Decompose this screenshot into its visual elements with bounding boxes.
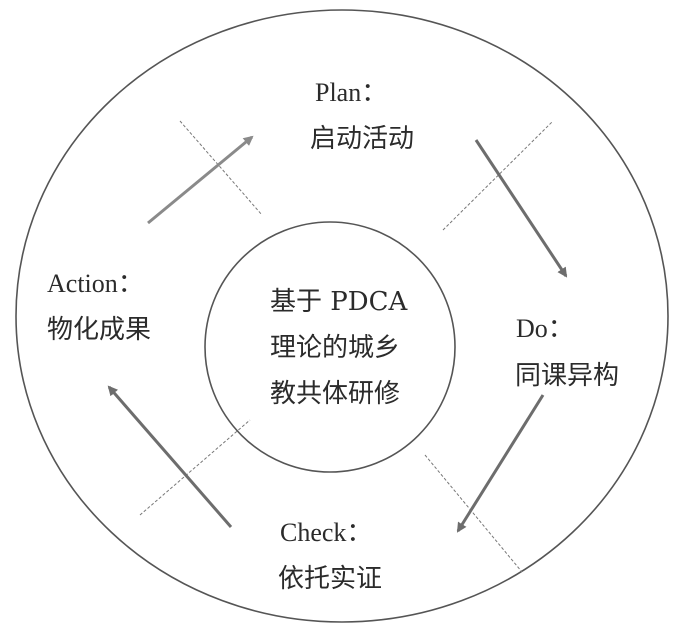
plan-subtitle: 启动活动 [310,124,414,153]
do-title: Do： [516,314,574,343]
arrow-plan-to-do [474,139,568,278]
do-subtitle: 同课异构 [515,361,619,390]
arrow-check-to-action [107,385,233,528]
check-subtitle: 依托实证 [278,564,382,593]
action-subtitle: 物化成果 [47,315,151,344]
check-title: Check： [280,518,372,547]
divider-top-right [442,121,553,231]
center-text-line-3: 教共体研修 [270,379,400,409]
center-text-line-1: 基于 PDCA [270,287,408,317]
plan-title: Plan： [315,78,387,107]
center-text-line-2: 理论的城乡 [270,333,400,363]
inner-circle [204,221,456,473]
divider-bottom-right [424,454,523,573]
divider-bottom-left [139,419,251,516]
arrow-do-to-check [456,394,545,533]
divider-top-left [179,120,263,216]
arrow-action-to-plan [147,135,254,225]
action-title: Action： [47,269,144,298]
outer-circle [15,9,669,623]
